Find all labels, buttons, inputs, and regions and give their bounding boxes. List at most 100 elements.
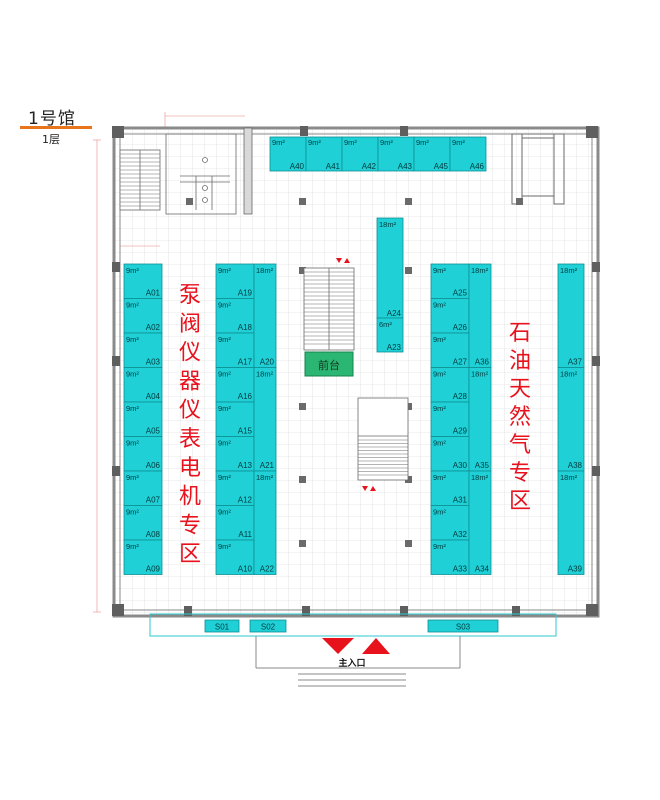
reception-label: 前台 <box>318 358 340 372</box>
booth-id-label: A19 <box>238 289 253 298</box>
booth-id-label: A36 <box>475 358 490 367</box>
booth-a41[interactable] <box>305 136 343 172</box>
booth-a08[interactable] <box>123 505 163 541</box>
booth-a07[interactable] <box>123 470 163 506</box>
booth-size-label: 9m² <box>433 266 446 275</box>
booth-id-label: S02 <box>261 623 276 632</box>
booth-id-label: A46 <box>470 162 485 171</box>
booth-size-label: 18m² <box>256 370 274 379</box>
zone-char: 然 <box>509 405 531 430</box>
booth-id-label: S01 <box>215 623 230 632</box>
booth-a46[interactable] <box>449 136 487 172</box>
booth-a25[interactable] <box>430 263 470 299</box>
booth-a23[interactable] <box>376 317 404 353</box>
booth-id-label: A09 <box>146 565 161 574</box>
zone-char: 器 <box>179 369 201 394</box>
booth-s02[interactable] <box>249 619 287 633</box>
booth-a13[interactable] <box>215 436 255 472</box>
booth-size-label: 9m² <box>433 370 446 379</box>
booth-a22[interactable] <box>253 470 277 575</box>
booth-a15[interactable] <box>215 401 255 437</box>
booth-s01[interactable] <box>204 619 240 633</box>
booth-id-label: A23 <box>387 343 402 352</box>
booth-a32[interactable] <box>430 505 470 541</box>
booth-id-label: A18 <box>238 323 253 332</box>
booth-a12[interactable] <box>215 470 255 506</box>
zone-char: 电 <box>179 456 201 481</box>
booth-a40[interactable] <box>269 136 307 172</box>
booth-a36[interactable] <box>468 263 492 368</box>
entrance-label: 主入口 <box>338 657 365 669</box>
booth-size-label: 9m² <box>218 542 231 551</box>
booth-id-label: A28 <box>453 392 468 401</box>
interior-columns <box>186 198 523 547</box>
booth-size-label: 9m² <box>218 301 231 310</box>
floor-grid <box>114 130 598 614</box>
booth-size-label: 9m² <box>218 404 231 413</box>
booth-a45[interactable] <box>413 136 451 172</box>
booth-a39[interactable] <box>557 470 585 575</box>
booth-id-label: A06 <box>146 461 161 470</box>
booth-id-label: A20 <box>260 358 275 367</box>
booth-size-label: 9m² <box>126 439 139 448</box>
walls <box>112 126 600 618</box>
booth-a10[interactable] <box>215 539 255 575</box>
zone-char: 机 <box>179 485 201 510</box>
booth-id-label: A33 <box>453 565 468 574</box>
booth-a20[interactable] <box>253 263 277 368</box>
booth-a28[interactable] <box>430 367 470 403</box>
booth-a21[interactable] <box>253 367 277 472</box>
booth-id-label: A01 <box>146 289 161 298</box>
entrance-area <box>149 613 557 687</box>
booth-a38[interactable] <box>557 367 585 472</box>
booth-id-label: A15 <box>238 427 253 436</box>
booth-a17[interactable] <box>215 332 255 368</box>
booth-a24[interactable] <box>376 217 404 319</box>
booth-s03[interactable] <box>427 619 499 633</box>
booth-id-label: A10 <box>238 565 253 574</box>
booth-id-label: A31 <box>453 496 468 505</box>
booth-size-label: 9m² <box>126 473 139 482</box>
booth-id-label: A43 <box>398 162 413 171</box>
booth-size-label: 9m² <box>433 508 446 517</box>
booth-a34[interactable] <box>468 470 492 575</box>
booth-size-label: 9m² <box>433 439 446 448</box>
booth-id-label: A37 <box>568 358 583 367</box>
booth-a33[interactable] <box>430 539 470 575</box>
stairs-top-left <box>119 127 253 215</box>
booth-a42[interactable] <box>341 136 379 172</box>
booth-a03[interactable] <box>123 332 163 368</box>
booth-a43[interactable] <box>377 136 415 172</box>
booth-size-label: 18m² <box>471 370 489 379</box>
booth-size-label: 9m² <box>218 370 231 379</box>
zone-char: 专 <box>179 513 201 538</box>
booth-a37[interactable] <box>557 263 585 368</box>
booth-id-label: A26 <box>453 323 468 332</box>
booth-a09[interactable] <box>123 539 163 575</box>
zone-char: 专 <box>509 461 531 486</box>
booth-size-label: 9m² <box>126 266 139 275</box>
booth-id-label: A07 <box>146 496 161 505</box>
booth-a02[interactable] <box>123 298 163 334</box>
hall-title: 1号馆 <box>28 109 76 129</box>
booth-size-label: 9m² <box>433 473 446 482</box>
reception-desk[interactable] <box>304 351 354 377</box>
stair-markers <box>336 258 376 491</box>
zone-char: 阀 <box>179 312 201 337</box>
booth-id-label: A40 <box>290 162 305 171</box>
booth-id-label: A41 <box>326 162 341 171</box>
zone-char: 气 <box>509 433 531 458</box>
wall-columns <box>112 126 600 616</box>
booth-a35[interactable] <box>468 367 492 472</box>
zone-char: 区 <box>179 542 201 567</box>
booth-id-label: A17 <box>238 358 253 367</box>
title-rule <box>20 126 92 129</box>
booth-id-label: A30 <box>453 461 468 470</box>
booth-size-label: 9m² <box>452 138 465 147</box>
zone-char: 油 <box>509 349 531 374</box>
booth-id-label: A11 <box>238 530 252 539</box>
booth-a05[interactable] <box>123 401 163 437</box>
booth-id-label: A34 <box>475 565 490 574</box>
